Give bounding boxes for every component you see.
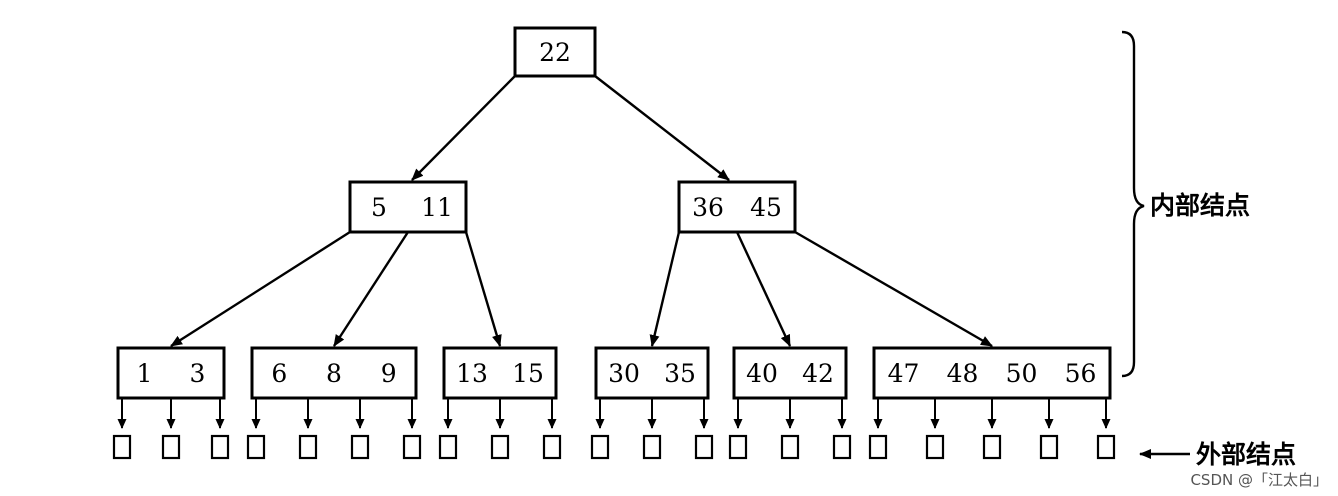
internal-node-key: 45 bbox=[750, 193, 782, 222]
tree-edge bbox=[649, 231, 681, 347]
leaf-level-node: 13 15 bbox=[442, 346, 558, 400]
leaf-level-node-key: 56 bbox=[1065, 359, 1097, 388]
tree-edge bbox=[794, 230, 993, 348]
internal-node-key: 5 bbox=[371, 193, 387, 222]
leaf-level-node-key: 48 bbox=[947, 359, 979, 388]
leaf-level-node-key: 47 bbox=[888, 359, 920, 388]
leaf-level-node-key: 9 bbox=[381, 359, 397, 388]
watermark: CSDN @「江太白」 bbox=[1190, 471, 1328, 489]
leaf-level-node-key: 15 bbox=[512, 359, 544, 388]
leaf-level-node: 6 8 9 bbox=[250, 346, 418, 400]
tree-edge bbox=[170, 230, 351, 348]
leaf-level-node-box bbox=[872, 346, 1112, 400]
leaf-level-node-key: 13 bbox=[456, 359, 488, 388]
internal-node-box bbox=[677, 180, 797, 234]
tree-edges bbox=[170, 75, 993, 348]
external-node-box bbox=[246, 434, 266, 460]
leaf-level-node-key: 50 bbox=[1006, 359, 1038, 388]
leaf-level-node-key: 8 bbox=[326, 359, 342, 388]
external-node-box bbox=[350, 434, 370, 460]
external-node-stubs bbox=[112, 398, 1116, 460]
leaf-level-node-box bbox=[594, 346, 710, 400]
external-node-box bbox=[1039, 434, 1059, 460]
external-node-box bbox=[925, 434, 945, 460]
leaf-level-node-key: 6 bbox=[271, 359, 287, 388]
external-node-box bbox=[490, 434, 510, 460]
external-node-box bbox=[1096, 434, 1116, 460]
external-node-box bbox=[868, 434, 888, 460]
leaf-level-node-key: 42 bbox=[802, 359, 834, 388]
internal-node-key: 11 bbox=[421, 193, 453, 222]
external-node-box bbox=[780, 434, 800, 460]
internal-node-box bbox=[348, 180, 468, 234]
root-node-box bbox=[513, 26, 597, 78]
leaf-level-node: 47 48 50 56 bbox=[872, 346, 1112, 400]
leaf-level-node-key: 1 bbox=[137, 359, 153, 388]
tree-edge bbox=[411, 75, 516, 181]
tree-edge bbox=[332, 231, 410, 347]
internal-nodes-label: 内部结点 bbox=[1150, 191, 1250, 220]
leaf-level-node-key: 35 bbox=[664, 359, 696, 388]
root-node-key: 22 bbox=[539, 38, 571, 67]
external-node-box bbox=[832, 434, 852, 460]
tree-edge bbox=[735, 231, 792, 347]
leaf-level-node-key: 40 bbox=[746, 359, 778, 388]
external-node-box bbox=[694, 434, 714, 460]
leaf-level-node-box bbox=[116, 346, 226, 400]
external-node-box bbox=[161, 434, 181, 460]
leaf-level-node: 40 42 bbox=[732, 346, 848, 400]
external-node-box bbox=[542, 434, 562, 460]
external-node-box bbox=[642, 434, 662, 460]
external-node-box bbox=[402, 434, 422, 460]
external-node-box bbox=[210, 434, 230, 460]
internal-node: 5 11 bbox=[348, 180, 468, 234]
internal-node: 36 45 bbox=[677, 180, 797, 234]
tree-edge bbox=[464, 231, 502, 347]
external-node-box bbox=[590, 434, 610, 460]
external-node-box bbox=[728, 434, 748, 460]
leaf-level-node-key: 30 bbox=[608, 359, 640, 388]
external-node-box bbox=[112, 434, 132, 460]
external-node-box bbox=[438, 434, 458, 460]
external-node-box bbox=[298, 434, 318, 460]
leaf-level-node-key: 3 bbox=[190, 359, 206, 388]
tree-edge bbox=[594, 75, 730, 181]
leaf-level-node-box bbox=[250, 346, 418, 400]
leaf-level-node: 30 35 bbox=[594, 346, 710, 400]
external-nodes-label: 外部结点 bbox=[1196, 440, 1296, 469]
internal-node-key: 36 bbox=[692, 193, 724, 222]
external-node-box bbox=[982, 434, 1002, 460]
root-node: 22 bbox=[513, 26, 597, 78]
internal-nodes-brace bbox=[1121, 30, 1145, 378]
